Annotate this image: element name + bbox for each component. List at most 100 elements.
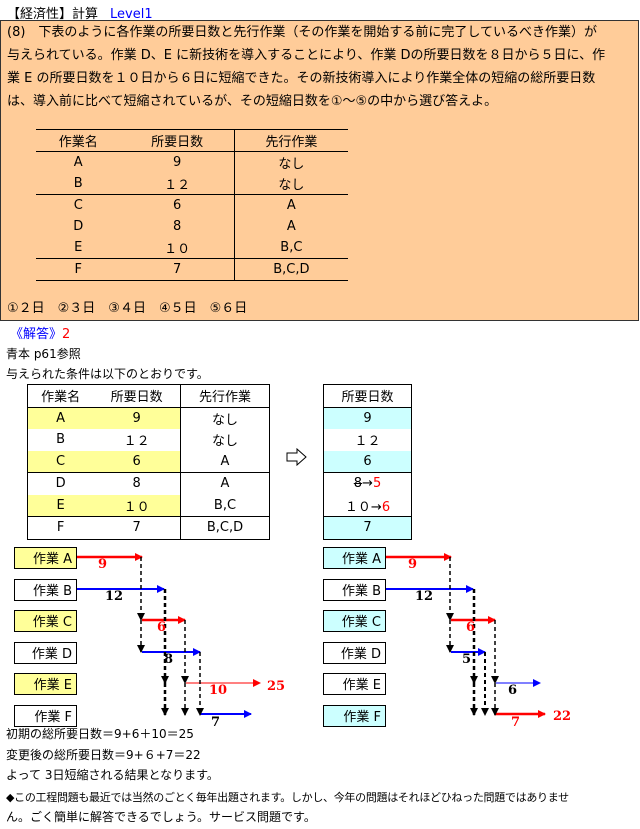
th: 所要日数: [120, 129, 235, 152]
level-label: Level1: [110, 7, 153, 22]
cell: A: [180, 450, 270, 473]
cell: 6: [323, 450, 412, 473]
box-label: 作業 A: [342, 551, 381, 567]
duration-f: 7: [211, 715, 220, 730]
total-before: 25: [267, 679, 285, 694]
cell: 9: [323, 407, 412, 429]
explanation-line: ◆この工程問題も最近では当然のごとく毎年出題されます。しかし、今年の問題はそれほ…: [6, 791, 569, 804]
explanation-line: 変更後の総所要日数＝9+６+7＝22: [6, 748, 201, 762]
box-label: 作業 B: [33, 583, 72, 599]
box-label: 作業 D: [32, 646, 72, 662]
cell: 9: [172, 155, 182, 170]
cell: 6: [93, 450, 181, 473]
cell: 9: [93, 407, 181, 429]
answer-choices: ①２日 ②３日 ③４日 ④５日 ⑤６日: [7, 301, 248, 316]
answer-value: 2: [62, 327, 71, 342]
duration-c: 6: [157, 620, 166, 635]
cell: D: [55, 476, 66, 492]
box-label: 作業 C: [342, 614, 381, 630]
explanation-line: 初期の総所要日数＝9+6＋10＝25: [6, 727, 194, 741]
old-value: 8: [353, 476, 363, 492]
th: 作業名: [27, 384, 94, 408]
question-line: 与えられている。作業 D、E に新技術を導入することにより、作業 Dの所要日数を…: [7, 48, 606, 63]
box-label: 作業 B: [342, 583, 381, 599]
duration-e: 10: [209, 683, 227, 698]
th: 作業名: [36, 129, 121, 152]
th: 所要日数: [323, 384, 412, 408]
question-line: (8) 下表のように各作業の所要日数と先行作業（その作業を開始する前に完了してい…: [7, 25, 598, 40]
right-arrow-icon: [286, 448, 307, 466]
cell-e: １０→6: [323, 494, 412, 517]
revised-days-table: 所要日数 9 １２ 6 8→5 １０→6 7: [323, 384, 412, 540]
cell: １０: [93, 494, 181, 517]
cell: 6: [172, 198, 182, 213]
cell: A: [73, 155, 83, 170]
cell: B,C,D: [180, 516, 270, 539]
cell: A: [180, 472, 270, 495]
cell: B: [36, 173, 121, 195]
cell: なし: [180, 429, 270, 451]
th: 所要日数: [93, 384, 181, 408]
question-line: 業 E の所要日数を１０日から６日に短縮できた。その新技術導入により作業全体の短…: [7, 71, 596, 86]
box-label: 作業 D: [341, 646, 381, 662]
cell: A: [233, 216, 348, 237]
question-box: (8) 下表のように各作業の所要日数と先行作業（その作業を開始する前に完了してい…: [0, 20, 639, 321]
cell: 8: [172, 219, 182, 234]
duration-e: 6: [508, 683, 517, 698]
explanation-line: よって 3日短縮される結果となります。: [6, 768, 219, 782]
box-label: 作業 F: [343, 709, 381, 725]
cell: F: [36, 258, 121, 281]
cell: E: [36, 237, 121, 259]
box-label: 作業 E: [34, 677, 72, 693]
duration-a: 9: [408, 557, 417, 572]
cell: B: [56, 432, 66, 448]
duration-f: 7: [511, 715, 520, 730]
duration-b: 12: [105, 589, 123, 604]
question-line: は、導入前に比べて短縮されているが、その短縮日数を①～⑤の中から選び答えよ。: [7, 94, 498, 109]
cell-d: 8→5: [324, 473, 412, 495]
old-value: １０: [344, 499, 371, 515]
cell: 7: [120, 258, 235, 281]
cell: B,C: [233, 237, 348, 259]
cell: B,C: [180, 494, 270, 517]
box-label: 作業 A: [33, 551, 72, 567]
new-value: 6: [381, 499, 391, 515]
right-arrows: 9 12 6 5 6 7 22: [386, 553, 571, 730]
duration-b: 12: [415, 589, 433, 604]
duration-d: 5: [462, 652, 471, 667]
cell: １２: [120, 173, 235, 195]
cell: なし: [233, 151, 348, 173]
arrow: →: [362, 476, 373, 492]
answer-label: 《解答》: [10, 327, 63, 342]
explanation-line: ん。ごく簡単に解答できるでしょう。サービス問題です。: [6, 810, 316, 824]
cell: C: [73, 198, 83, 213]
answer-heading: 《解答》2: [10, 323, 70, 342]
intro-text: 与えられた条件は以下のとおりです。: [6, 367, 209, 381]
reference-text: 青本 p61参照: [6, 347, 81, 361]
cell: D: [73, 219, 84, 234]
duration-a: 9: [98, 557, 107, 572]
cell: なし: [233, 173, 348, 195]
cell: A: [233, 194, 348, 216]
right-boxes: 作業 A 作業 B 作業 C 作業 D 作業 E 作業 F: [323, 547, 386, 727]
cell: １０: [120, 237, 235, 259]
total-after: 22: [553, 709, 571, 724]
cell: B,C,D: [233, 258, 348, 281]
left-arrows: 9 12 6 8 10 7 25: [77, 553, 285, 730]
duration-d: 8: [164, 652, 173, 667]
th: 先行作業: [180, 384, 270, 408]
cell: C: [27, 450, 94, 473]
cell: F: [56, 520, 65, 536]
cell: A: [27, 407, 94, 429]
th: 先行作業: [233, 129, 348, 152]
arrow: →: [370, 499, 382, 515]
box-label: 作業 F: [34, 709, 72, 725]
left-boxes: 作業 A 作業 B 作業 C 作業 D 作業 E 作業 F: [14, 547, 77, 727]
schedule-diagrams: 作業 A 作業 B 作業 C 作業 D 作業 E 作業 F 9 12 6 8 1…: [14, 547, 571, 730]
cell: １２: [354, 434, 381, 450]
cell: 8: [132, 476, 141, 492]
box-label: 作業 E: [343, 677, 381, 693]
